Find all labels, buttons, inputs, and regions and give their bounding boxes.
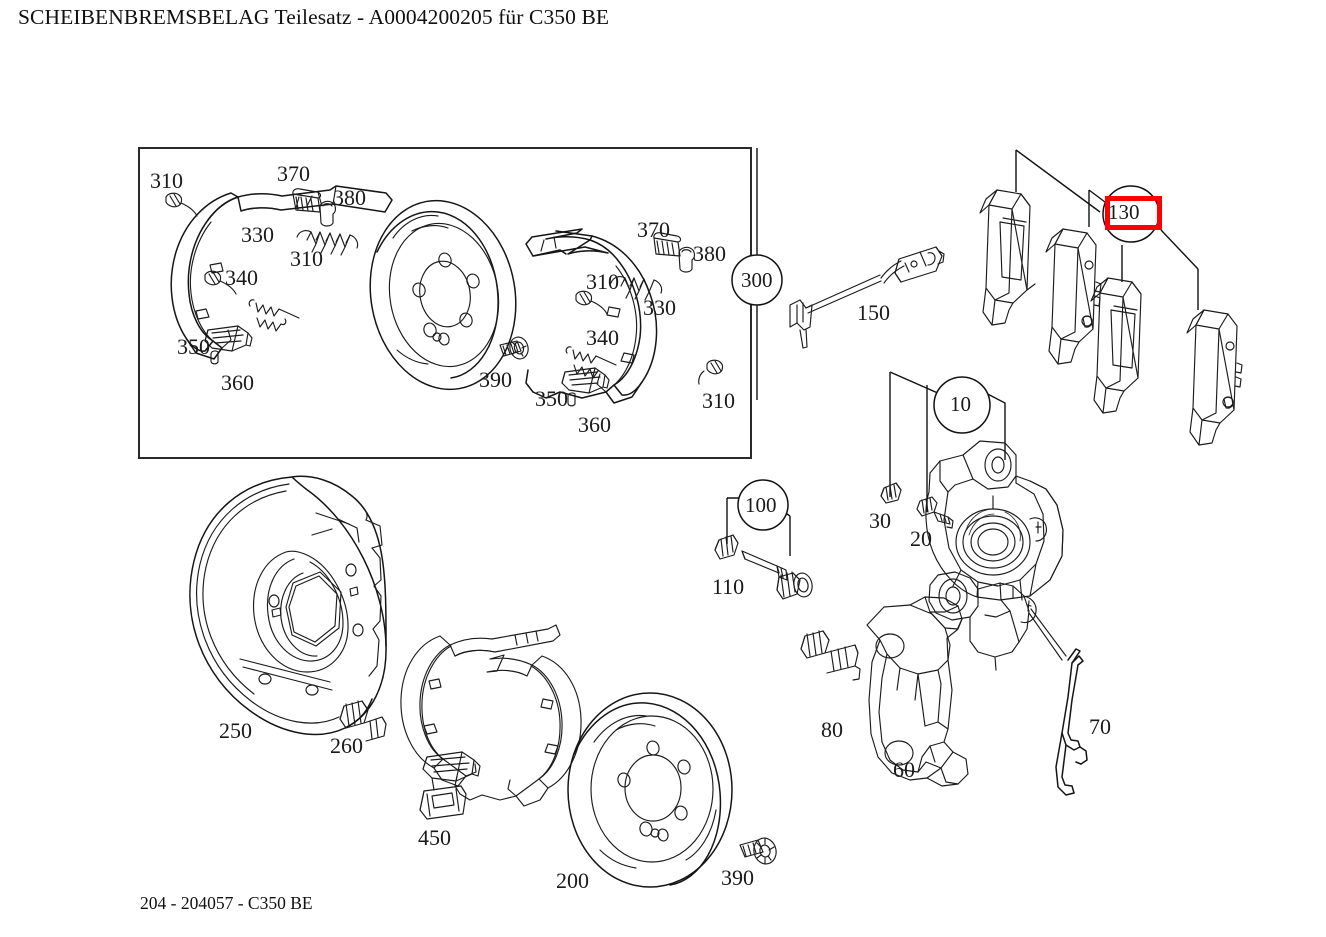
callout-340-b: 340 [586, 325, 619, 350]
callout-380-a: 380 [333, 185, 366, 210]
callout-200: 200 [556, 868, 589, 893]
callout-250: 250 [219, 718, 252, 743]
callout-330-b: 330 [643, 295, 676, 320]
callout-310-d: 310 [702, 388, 735, 413]
callout-30: 30 [869, 508, 891, 533]
callout-370-a: 370 [277, 161, 310, 186]
callout-360-a: 360 [221, 370, 254, 395]
callout-110: 110 [712, 574, 745, 599]
highlight-box-130 [1105, 196, 1162, 230]
callout-10-bubble-label: 10 [950, 392, 971, 416]
callout-310-b: 310 [290, 246, 323, 271]
callout-70: 70 [1089, 714, 1111, 739]
callout-310-a: 310 [150, 168, 183, 193]
callout-150: 150 [857, 300, 890, 325]
callout-370-b: 370 [637, 217, 670, 242]
page-title: SCHEIBENBREMSBELAG Teilesatz - A00042002… [18, 5, 610, 29]
callout-350-a: 350 [177, 334, 210, 359]
callout-450: 450 [418, 825, 451, 850]
callout-380-b: 380 [693, 241, 726, 266]
callout-340-a: 340 [225, 265, 258, 290]
callout-100-bubble-label: 100 [745, 493, 777, 517]
callout-390-b: 390 [721, 865, 754, 890]
callout-330-a: 330 [241, 222, 274, 247]
callout-360-b: 360 [578, 412, 611, 437]
callout-350-b: 350 [535, 386, 568, 411]
callout-390-a: 390 [479, 367, 512, 392]
page-footer: 204 - 204057 - C350 BE [140, 893, 313, 913]
callout-130-bubble-label: 130 [1108, 200, 1140, 224]
callout-60: 60 [893, 757, 915, 782]
callout-300-bubble-label: 300 [741, 268, 773, 292]
callout-310-c: 310 [586, 269, 619, 294]
callout-80: 80 [821, 717, 843, 742]
callout-260: 260 [330, 733, 363, 758]
callout-20: 20 [910, 526, 932, 551]
